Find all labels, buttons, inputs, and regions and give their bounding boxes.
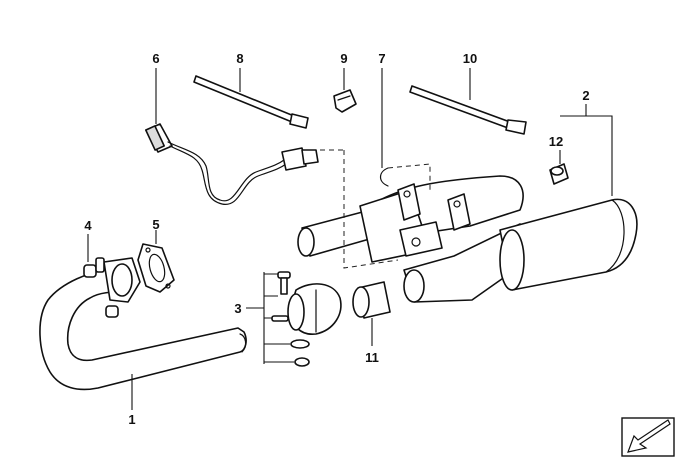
callout-6: 6 [152,51,159,66]
exhaust-header-pipe[interactable] [39,257,247,391]
callout-3: 3 [234,301,241,316]
clamp-bolt[interactable] [277,271,291,295]
clamp-sleeve-11[interactable] [352,281,391,319]
arrow-down-left-icon[interactable] [621,417,675,457]
flange-nut-left[interactable] [83,264,97,278]
cable-tie-10[interactable] [409,85,527,135]
cable-tie-8[interactable] [193,75,309,129]
callout-1: 1 [128,412,135,427]
gasket-5[interactable] [137,243,175,293]
callout-9: 9 [340,51,347,66]
callout-8: 8 [236,51,243,66]
spacer-bush-12[interactable] [549,163,569,185]
clip-9[interactable] [333,89,357,113]
clamp-nut[interactable] [294,357,310,367]
assembly-dashed-outline [320,149,431,269]
callout-11: 11 [365,350,379,365]
callout-12: 12 [549,134,563,149]
clamp-washer-1[interactable] [271,315,289,322]
leader-lines [87,68,613,410]
callout-4: 4 [84,218,92,233]
callout-7: 7 [378,51,385,66]
stud-bolt-4[interactable] [95,257,105,273]
circlip-7[interactable] [379,167,389,187]
silencer-assembly[interactable] [297,175,638,303]
clamp-kit-3[interactable] [287,283,342,335]
clamp-washer-2[interactable] [290,339,310,349]
callout-2: 2 [582,88,589,103]
callout-10: 10 [463,51,477,66]
callout-5: 5 [152,217,159,232]
oxygen-sensor-6[interactable] [145,123,319,205]
flange-nut-right[interactable] [105,305,119,318]
